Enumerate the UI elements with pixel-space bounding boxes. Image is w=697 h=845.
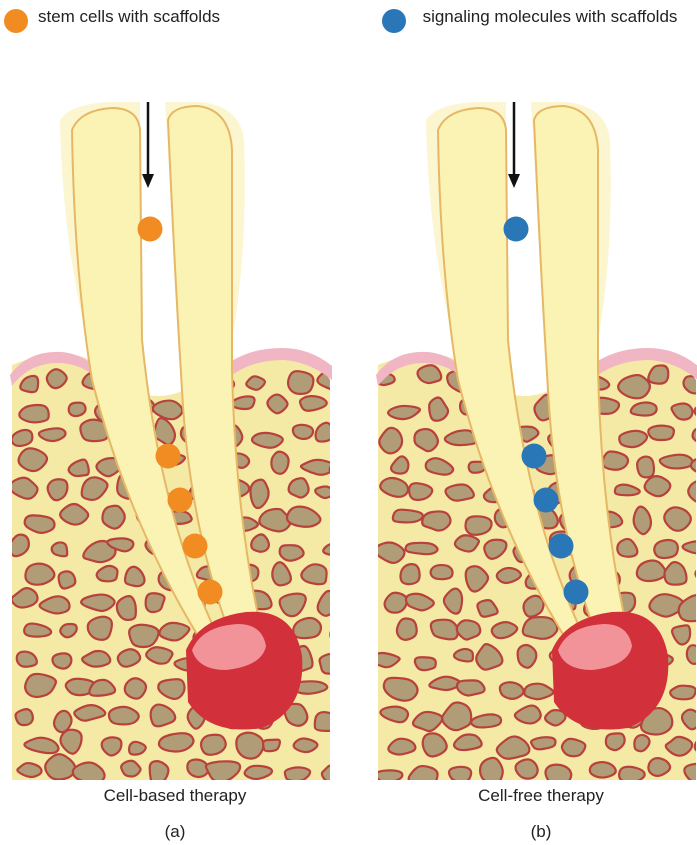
- legend-label-stem-cells: stem cells with scaffolds: [38, 7, 220, 26]
- legend-item-signaling-molecules: signaling molecules with scaffolds: [420, 6, 680, 28]
- scaffold-dot-5: [564, 580, 589, 605]
- orange-dot-icon: [4, 9, 28, 33]
- legend-item-stem-cells: stem cells with scaffolds: [38, 6, 220, 28]
- panel-a-title: Cell-based therapy: [25, 786, 325, 806]
- scaffold-dot-1: [138, 217, 163, 242]
- injection-arrow-head: [508, 174, 520, 188]
- scaffold-dot-4: [549, 534, 574, 559]
- injection-arrow-head: [142, 174, 154, 188]
- scaffold-dot-2: [522, 444, 547, 469]
- panel-cell-free: [370, 102, 697, 780]
- scaffold-dot-2: [156, 444, 181, 469]
- blue-dot-icon: [382, 9, 406, 33]
- tooth-regeneration-diagram: [0, 90, 697, 780]
- panel-b-letter: (b): [391, 822, 691, 842]
- scaffold-dot-1: [504, 217, 529, 242]
- scaffold-dot-4: [183, 534, 208, 559]
- panel-cell-based: [10, 102, 361, 780]
- panel-a-letter: (a): [25, 822, 325, 842]
- scaffold-dot-5: [198, 580, 223, 605]
- scaffold-dot-3: [168, 488, 193, 513]
- panel-b-title: Cell-free therapy: [391, 786, 691, 806]
- scaffold-dot-3: [534, 488, 559, 513]
- legend-label-signaling-molecules: signaling molecules with scaffolds: [423, 7, 678, 26]
